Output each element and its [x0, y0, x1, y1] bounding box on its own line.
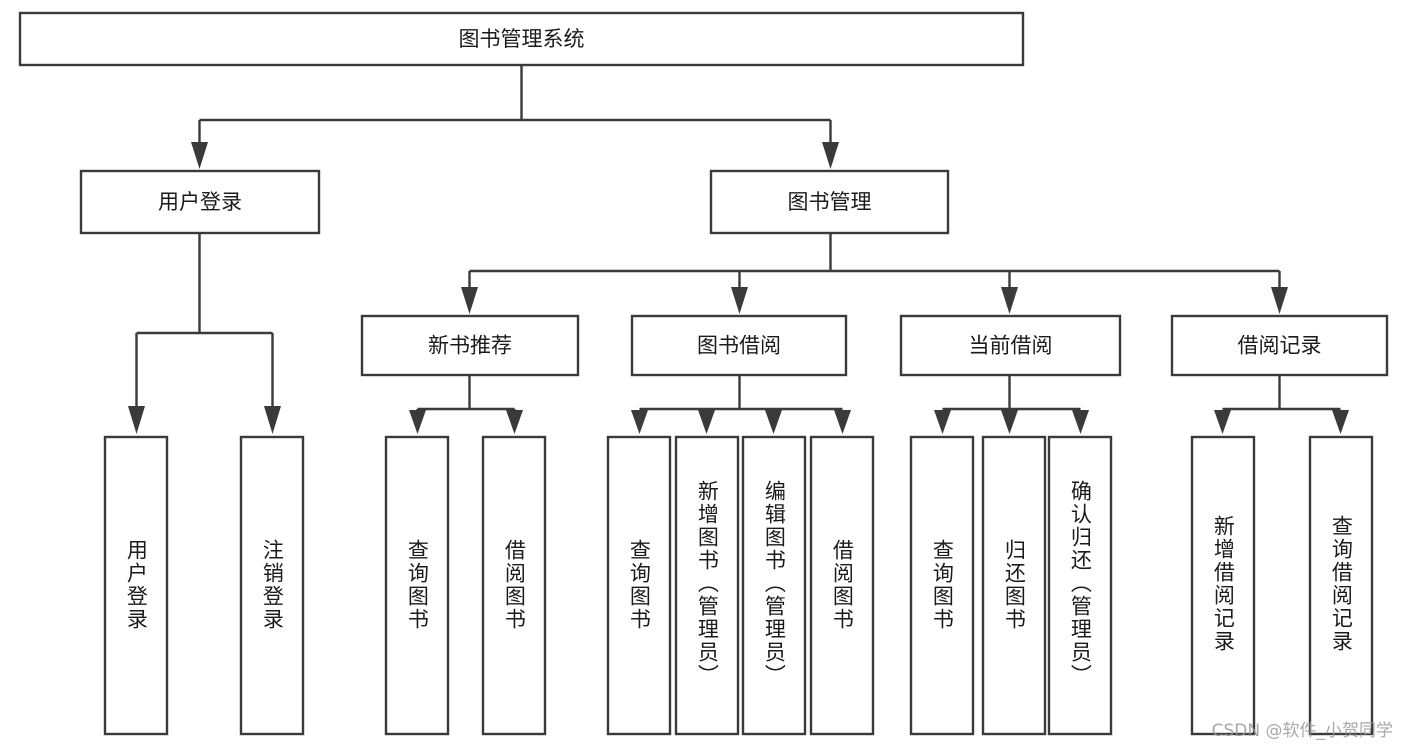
- level2-box-book-management[interactable]: [709, 169, 950, 235]
- node-level2-book-management[interactable]: 图书管理: [709, 169, 950, 235]
- leaf-box[interactable]: [1047, 435, 1113, 736]
- leaf-box[interactable]: [741, 435, 807, 736]
- level2-label-book-management: 图书管理: [788, 190, 872, 214]
- node-level3-book-borrowing[interactable]: 图书借阅: [630, 314, 848, 377]
- connector-group-book-borrowing: [631, 375, 851, 434]
- root-label: 图书管理系统: [459, 27, 585, 51]
- connector-group-root: [191, 65, 839, 169]
- connector-group-book-management: [461, 233, 1288, 314]
- leaf-box[interactable]: [481, 435, 547, 736]
- arrow-head-book-mgmt: [822, 142, 839, 169]
- arrow-head-cb-confirm-return: [1072, 410, 1089, 434]
- node-level3-new-book-recommend[interactable]: 新书推荐: [360, 314, 580, 377]
- arrow-head-nbr-borrow-book: [506, 410, 523, 434]
- leaf-box[interactable]: [909, 435, 975, 736]
- level2-label-user-login: 用户登录: [158, 190, 242, 214]
- leaf-box[interactable]: [809, 435, 875, 736]
- root-box[interactable]: [18, 11, 1025, 67]
- leaf-box[interactable]: [674, 435, 740, 736]
- level3-box-book-borrowing[interactable]: [630, 314, 848, 377]
- arrow-head-new-book-rec: [461, 287, 478, 314]
- arrow-head-user-login: [191, 142, 208, 169]
- connector-group-new-book-recommend: [409, 375, 523, 434]
- arrow-head-current-borrow: [1001, 287, 1018, 314]
- leaf-box-group: [103, 435, 1374, 736]
- level3-box-borrow-record[interactable]: [1170, 314, 1389, 377]
- arrow-head-br-query-record: [1332, 410, 1349, 434]
- level3-label-book-borrowing: 图书借阅: [697, 334, 781, 358]
- arrow-head-bb-borrow-book: [834, 410, 851, 434]
- leaf-box[interactable]: [981, 435, 1047, 736]
- leaf-box[interactable]: [239, 435, 305, 736]
- node-level2-user-login[interactable]: 用户登录: [79, 169, 321, 235]
- arrow-head-leaf-logout: [264, 406, 281, 434]
- arrow-head-cb-return-book: [1001, 410, 1018, 434]
- arrow-head-bb-query-book: [631, 410, 648, 434]
- leaf-box[interactable]: [384, 435, 450, 736]
- level3-label-new-book-recommend: 新书推荐: [428, 334, 512, 358]
- leaf-box[interactable]: [103, 435, 169, 736]
- arrow-head-nbr-query-book: [409, 410, 426, 434]
- leaf-box[interactable]: [1308, 435, 1374, 736]
- arrow-head-br-add-record: [1214, 410, 1231, 434]
- connector-group-user-login: [128, 233, 281, 434]
- node-level3-current-borrowing[interactable]: 当前借阅: [899, 314, 1122, 377]
- leaf-box[interactable]: [606, 435, 672, 736]
- arrow-head-bb-add-book: [698, 410, 715, 434]
- node-level3-borrow-record[interactable]: 借阅记录: [1170, 314, 1389, 377]
- arrow-head-leaf-user-login: [128, 406, 145, 434]
- node-root[interactable]: 图书管理系统: [18, 11, 1025, 67]
- arrow-head-borrow-record: [1271, 287, 1288, 314]
- level3-label-current-borrowing: 当前借阅: [969, 334, 1053, 358]
- level3-label-borrow-record: 借阅记录: [1238, 334, 1322, 358]
- level3-box-new-book-recommend[interactable]: [360, 314, 580, 377]
- arrow-head-cb-query-book: [934, 410, 951, 434]
- connector-group-current-borrowing: [934, 375, 1089, 434]
- level3-box-current-borrowing[interactable]: [899, 314, 1122, 377]
- connector-group-borrow-record: [1214, 375, 1349, 434]
- arrow-head-bb-edit-book: [765, 410, 782, 434]
- csdn-watermark: CSDN @软件_小贺同学: [1211, 721, 1393, 741]
- arrow-head-book-borrow: [731, 287, 748, 314]
- leaf-box[interactable]: [1190, 435, 1256, 736]
